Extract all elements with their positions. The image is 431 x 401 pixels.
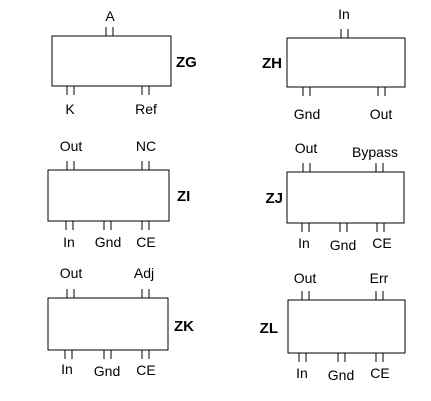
zk-body [47,297,169,351]
zl-pin-ce-label: CE [370,365,389,381]
zg-pin-ref-label: Ref [135,101,157,117]
zi-pin-ce-label: CE [136,234,155,250]
zk-name: ZK [174,318,194,335]
zh-pin-gnd-label: Gnd [294,106,320,122]
zl-pin-gnd-label: Gnd [328,367,354,383]
zk-pin-gnd-label: Gnd [94,363,120,379]
component-zg: A K Ref ZG [51,8,197,117]
zi-pin-gnd-label: Gnd [95,234,121,250]
zj-pin-ce-label: CE [372,235,391,251]
zi-name: ZI [177,188,190,205]
zk-pin-adj-label: Adj [134,265,154,281]
zl-body [287,299,406,354]
zk-pin-out-label: Out [60,265,83,281]
zg-pin-a-label: A [105,8,115,24]
component-zl: Out Err In Gnd CE ZL [260,270,406,383]
zj-pin-out-label: Out [295,140,318,156]
zh-body [286,37,406,88]
zl-pin-out-label: Out [294,270,317,286]
zj-body [286,171,405,224]
zk-pin-ce-label: CE [136,362,155,378]
zg-name: ZG [176,54,197,71]
zj-pin-in-label: In [298,235,310,251]
component-zj: Out Bypass In Gnd CE ZJ [265,140,405,253]
component-zk: Out Adj In Gnd CE ZK [47,265,194,379]
zh-name: ZH [262,55,282,72]
zl-pin-in-label: In [296,365,308,381]
zl-pin-err-label: Err [370,270,389,286]
zj-pin-bypass-label: Bypass [352,144,398,160]
zi-body [47,169,170,222]
zi-pin-nc-label: NC [136,138,156,154]
component-zh: In Gnd Out ZH [262,6,406,122]
zg-body [51,35,172,87]
zl-name: ZL [260,320,278,337]
zh-pin-out-label: Out [370,106,393,122]
zh-pin-in-label: In [338,6,350,22]
component-zi: Out NC In Gnd CE ZI [47,138,190,250]
zi-pin-in-label: In [63,234,75,250]
zj-name: ZJ [265,190,283,207]
zg-pin-k-label: K [65,101,75,117]
zk-pin-in-label: In [61,361,73,377]
zi-pin-out-label: Out [60,138,83,154]
zj-pin-gnd-label: Gnd [330,237,356,253]
